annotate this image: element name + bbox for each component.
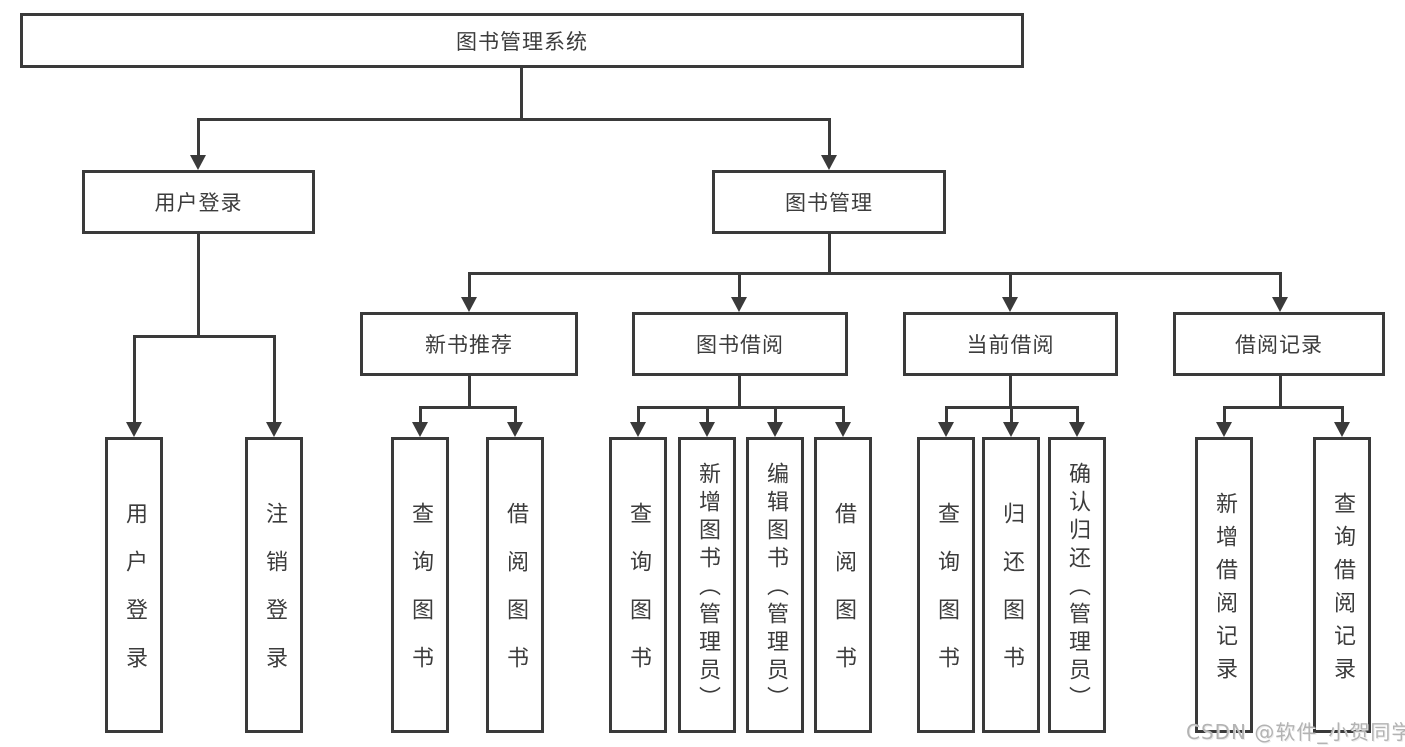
arrow-down-icon — [630, 422, 646, 437]
arrow-down-icon — [190, 155, 206, 170]
connector-line — [1279, 272, 1282, 298]
connector-line — [273, 335, 276, 423]
connector-line — [514, 406, 517, 423]
connector-line — [1279, 376, 1282, 407]
node-current-borrowing: 当前借阅 — [903, 312, 1118, 376]
node-logout: 注销登录 — [245, 437, 303, 733]
connector-line — [197, 118, 200, 162]
connector-line — [774, 406, 777, 423]
arrow-down-icon — [835, 422, 851, 437]
leaf-label: 查询图书 — [626, 502, 651, 694]
leaf-label: 查询图书 — [934, 502, 959, 694]
node-query-borrow-record: 查询借阅记录 — [1313, 437, 1371, 733]
node-edit-book-admin: 编辑图书（管理员） — [746, 437, 804, 733]
node-book-management-branch: 图书管理 — [712, 170, 946, 234]
node-library-management-system: 图书管理系统 — [20, 13, 1024, 68]
arrow-down-icon — [412, 422, 428, 437]
connector-line — [133, 335, 275, 338]
connector-line — [1223, 406, 1344, 409]
connector-line — [706, 406, 709, 423]
node-borrowing-records: 借阅记录 — [1173, 312, 1385, 376]
node-confirm-return-admin: 确认归还（管理员） — [1048, 437, 1106, 733]
connector-line — [468, 376, 471, 407]
arrow-down-icon — [1334, 422, 1350, 437]
arrow-down-icon — [461, 297, 477, 312]
leaf-label: 用户登录 — [122, 502, 147, 694]
connector-line — [1341, 406, 1344, 423]
arrow-down-icon — [699, 422, 715, 437]
arrow-down-icon — [938, 422, 954, 437]
connector-line — [1076, 406, 1079, 423]
leaf-label: 归还图书 — [999, 502, 1024, 694]
connector-line — [842, 406, 845, 423]
leaf-label: 查询借阅记录 — [1330, 491, 1355, 690]
arrow-down-icon — [731, 297, 747, 312]
arrow-down-icon — [266, 422, 282, 437]
leaf-label: 查询图书 — [408, 502, 433, 694]
node-return-books: 归还图书 — [982, 437, 1040, 733]
node-book-borrowing: 图书借阅 — [632, 312, 848, 376]
connector-line — [419, 406, 517, 409]
leaf-label: 新增图书（管理员） — [695, 462, 720, 714]
connector-line — [828, 234, 831, 275]
arrow-down-icon — [507, 422, 523, 437]
connector-line — [828, 118, 831, 162]
leaf-label: 新增借阅记录 — [1212, 491, 1237, 690]
connector-line — [637, 406, 640, 423]
node-user-login: 用户登录 — [105, 437, 163, 733]
node-query-books-recommend: 查询图书 — [391, 437, 449, 733]
leaf-label: 确认归还（管理员） — [1065, 462, 1090, 714]
connector-line — [197, 118, 831, 121]
node-query-books-current: 查询图书 — [917, 437, 975, 733]
connector-line — [520, 68, 523, 120]
connector-line — [468, 272, 1282, 275]
arrow-down-icon — [1002, 297, 1018, 312]
arrow-down-icon — [821, 155, 837, 170]
leaf-label: 借阅图书 — [831, 502, 856, 694]
leaf-label: 编辑图书（管理员） — [763, 462, 788, 714]
connector-line — [738, 376, 741, 407]
arrow-down-icon — [1216, 422, 1232, 437]
connector-line — [133, 335, 136, 423]
arrow-down-icon — [1069, 422, 1085, 437]
connector-line — [1009, 376, 1012, 407]
node-new-book-recommendation: 新书推荐 — [360, 312, 578, 376]
leaf-label: 借阅图书 — [503, 502, 528, 694]
csdn-watermark: CSDN @软件_小贺同学 — [1186, 720, 1405, 744]
node-user-login-branch: 用户登录 — [82, 170, 315, 234]
connector-line — [1223, 406, 1226, 423]
arrow-down-icon — [126, 422, 142, 437]
arrow-down-icon — [1272, 297, 1288, 312]
connector-line — [197, 234, 200, 335]
node-add-borrow-record: 新增借阅记录 — [1195, 437, 1253, 733]
arrow-down-icon — [767, 422, 783, 437]
connector-line — [637, 406, 845, 409]
node-borrow-books: 借阅图书 — [814, 437, 872, 733]
connector-line — [1009, 272, 1012, 298]
node-query-books-borrowing: 查询图书 — [609, 437, 667, 733]
node-add-book-admin: 新增图书（管理员） — [678, 437, 736, 733]
connector-line — [945, 406, 948, 423]
connector-line — [419, 406, 422, 423]
connector-line — [468, 272, 471, 298]
node-borrow-books-recommend: 借阅图书 — [486, 437, 544, 733]
arrow-down-icon — [1003, 422, 1019, 437]
connector-line — [738, 272, 741, 298]
leaf-label: 注销登录 — [262, 502, 287, 694]
connector-line — [1010, 406, 1013, 423]
